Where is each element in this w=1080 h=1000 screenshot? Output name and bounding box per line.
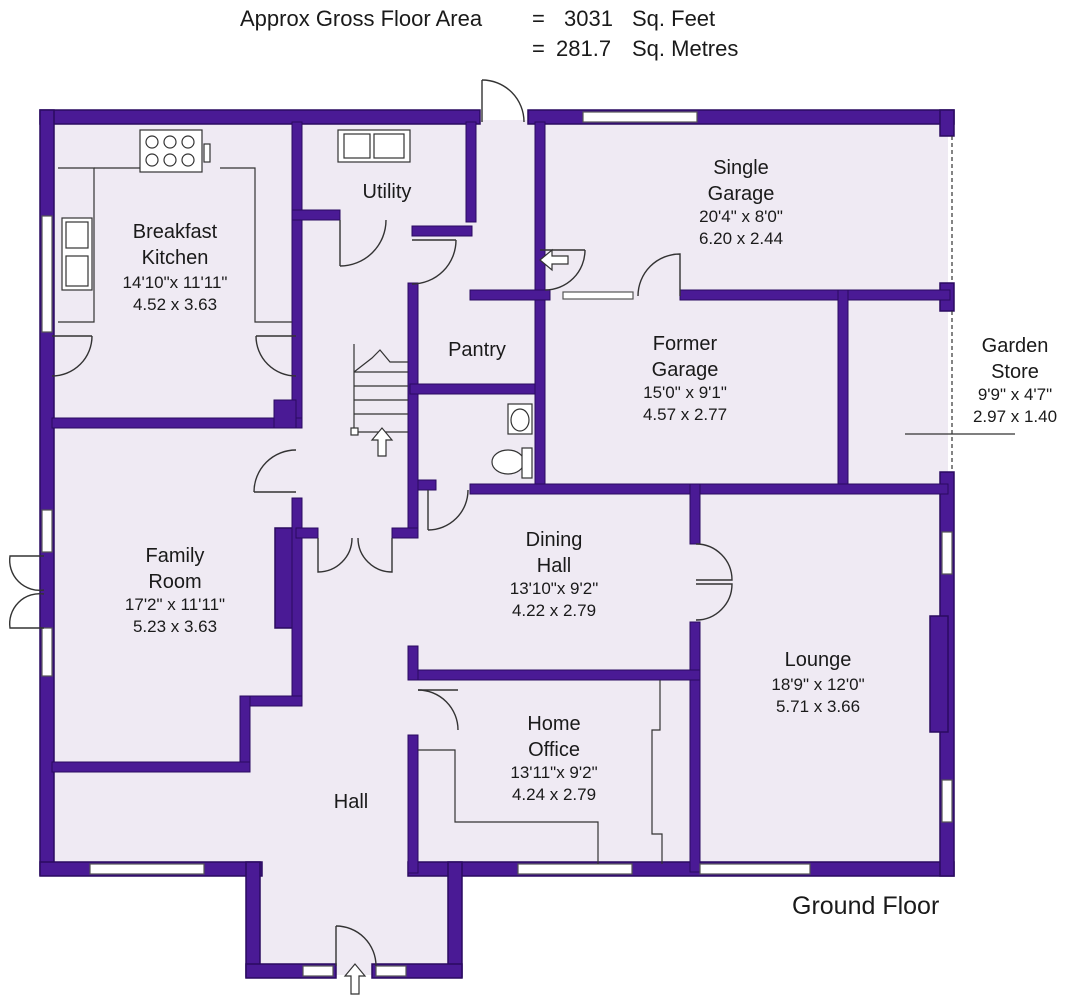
dining-hall-name-1: Dining [526, 529, 583, 551]
area-sqm-unit: Sq. Metres [632, 36, 738, 61]
single-garage-name-2: Garage [708, 183, 775, 205]
former-garage-metric: 4.57 x 2.77 [643, 405, 727, 424]
former-garage-imperial: 15'0" x 9'1" [643, 383, 727, 402]
arrows [343, 248, 569, 995]
former-garage-name-2: Garage [652, 359, 719, 381]
windows [41, 111, 953, 977]
garden-store-metric: 2.97 x 1.40 [973, 407, 1057, 426]
window-porch-left [302, 965, 334, 977]
kitchen-name-2: Kitchen [142, 247, 209, 269]
lounge-imperial: 18'9" x 12'0" [771, 675, 864, 694]
family-room-metric: 5.23 x 3.63 [133, 617, 217, 636]
doors [8, 79, 733, 967]
home-office-imperial: 13'11"x 9'2" [510, 763, 597, 782]
area-equals-1: = [532, 6, 545, 31]
window-family-1 [41, 509, 53, 553]
toilet-icon [491, 447, 533, 479]
stairs-icon [350, 344, 408, 436]
family-room-name-2: Room [148, 571, 201, 593]
floor-label: Ground Floor [792, 892, 939, 920]
area-sqft-value: 3031 [564, 6, 613, 31]
room-labels: Breakfast Kitchen 14'10"x 11'11" 4.52 x … [123, 157, 1058, 813]
window-family-2 [41, 627, 53, 677]
area-equals-2: = [532, 36, 545, 61]
fixtures [58, 129, 1015, 864]
hall-name: Hall [334, 791, 368, 813]
hob-icon [139, 129, 211, 173]
utility-name: Utility [363, 181, 412, 203]
kitchen-imperial: 14'10"x 11'11" [123, 273, 228, 292]
lounge-metric: 5.71 x 3.66 [776, 697, 860, 716]
dining-hall-name-2: Hall [537, 555, 571, 577]
garden-store-imperial: 9'9" x 4'7" [978, 385, 1052, 404]
window-porch-right [375, 965, 407, 977]
window-office [517, 863, 633, 875]
family-room-name-1: Family [146, 545, 205, 567]
former-garage-name-1: Former [653, 333, 718, 355]
home-office-metric: 4.24 x 2.79 [512, 785, 596, 804]
home-office-name-1: Home [527, 713, 580, 735]
window-lounge-1 [941, 531, 953, 575]
garden-store-name-2: Store [991, 361, 1039, 383]
family-room-imperial: 17'2" x 11'11" [125, 595, 225, 614]
single-garage-name-1: Single [713, 157, 769, 179]
kitchen-metric: 4.52 x 3.63 [133, 295, 217, 314]
single-garage-imperial: 20'4" x 8'0" [699, 207, 783, 226]
pantry-name: Pantry [448, 339, 506, 361]
interior-walls [51, 121, 951, 874]
window-kitchen [41, 215, 53, 333]
window-lounge-bottom [699, 863, 811, 875]
garden-store-name-1: Garden [982, 335, 1049, 357]
stairs-up-arrow-icon [370, 427, 394, 457]
area-sqm-value: 281.7 [556, 36, 611, 61]
dining-hall-metric: 4.22 x 2.79 [512, 601, 596, 620]
utility-sink-icon [337, 129, 411, 163]
window-hall-bottom [89, 863, 205, 875]
single-garage-metric: 6.20 x 2.44 [699, 229, 783, 248]
lounge-name: Lounge [785, 649, 852, 671]
area-label: Approx Gross Floor Area [240, 6, 483, 31]
dining-hall-imperial: 13'10"x 9'2" [510, 579, 599, 598]
window-garage-top [582, 111, 698, 123]
home-office-name-2: Office [528, 739, 580, 761]
basin-icon [507, 403, 533, 435]
window-former-garage [562, 291, 634, 300]
area-sqft-unit: Sq. Feet [632, 6, 715, 31]
garage-entry-arrow-icon [539, 248, 569, 272]
kitchen-name-1: Breakfast [133, 221, 218, 243]
kitchen-sink-icon [61, 217, 93, 291]
window-lounge-2 [941, 779, 953, 823]
front-entry-arrow-icon [343, 963, 367, 995]
